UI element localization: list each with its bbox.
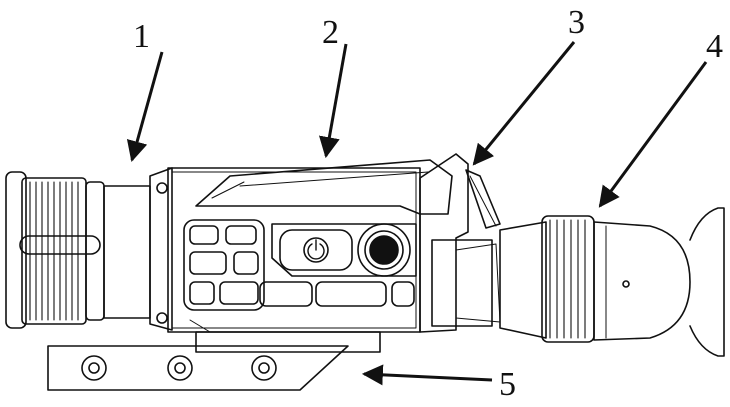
rear-housing [419, 153, 501, 333]
callout-label-3: 3 [568, 4, 585, 41]
picatinny-mount [47, 319, 381, 391]
battery-cover [195, 159, 453, 215]
callout-label-5: 5 [499, 366, 516, 403]
control-panel [271, 223, 417, 277]
callout-label-2: 2 [322, 14, 339, 51]
focus-knob[interactable] [357, 223, 411, 277]
side-panel [183, 219, 415, 311]
callout-label-1: 1 [133, 18, 150, 55]
adjustment-screw[interactable] [465, 169, 501, 229]
callout-arrow-4 [598, 61, 708, 208]
callout-arrow-5 [361, 364, 493, 386]
callout-arrow-1 [126, 51, 164, 163]
mount-screw-3[interactable] [251, 355, 277, 381]
objective-cap [5, 171, 105, 329]
mount-screw-1[interactable] [81, 355, 107, 381]
objective-tube [103, 167, 173, 331]
callout-arrow-3 [472, 41, 576, 166]
callout-arrow-2 [318, 43, 348, 159]
mount-screw-2[interactable] [167, 355, 193, 381]
power-button[interactable] [303, 237, 329, 263]
eyepiece [499, 207, 725, 357]
callout-label-4: 4 [706, 28, 723, 65]
